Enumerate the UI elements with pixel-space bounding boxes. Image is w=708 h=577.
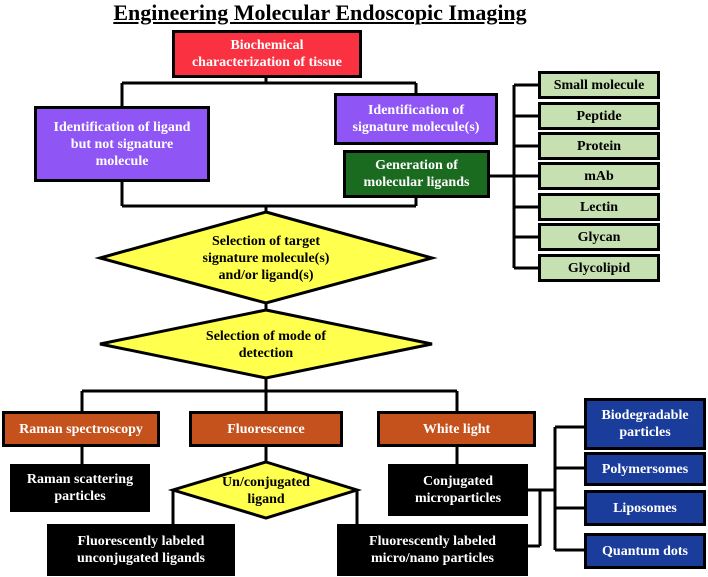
fluorescence-box: Fluorescence (189, 411, 343, 447)
raman-spectroscopy-box: Raman spectroscopy (2, 411, 160, 447)
generation-ligands-box: Generation of molecular ligands (343, 150, 490, 198)
particle-biodegradable: Biodegradable particles (584, 398, 706, 450)
identification-ligand-box: Identification of ligand but not signatu… (34, 106, 210, 182)
ligand-mab: mAb (538, 162, 660, 190)
selection-target-label: Selection of target signature molecule(s… (202, 233, 330, 283)
ligand-lectin: Lectin (538, 193, 660, 221)
ligand-peptide: Peptide (538, 102, 660, 130)
particle-liposomes: Liposomes (584, 490, 706, 526)
conjugated-microparticles-box: Conjugated microparticles (388, 464, 528, 516)
selection-mode-diamond (99, 308, 433, 380)
fl-micro-nano-particles-box: Fluorescently labeled micro/nano particl… (337, 524, 528, 576)
ligand-small-molecule: Small molecule (538, 71, 660, 99)
ligand-glycolipid: Glycolipid (538, 254, 660, 282)
selection-target-diamond (94, 210, 438, 305)
particle-quantum-dots: Quantum dots (584, 533, 706, 569)
biochemical-characterization-box: Biochemical characterization of tissue (172, 30, 362, 78)
identification-signature-box: Identification of signature molecule(s) (334, 93, 498, 145)
ligand-glycan: Glycan (538, 223, 660, 251)
unconjugated-label: Un/conjugated ligand (222, 475, 310, 507)
particle-polymersomes: Polymersomes (584, 452, 706, 486)
selection-mode-label: Selection of mode of detection (205, 329, 327, 361)
white-light-box: White light (377, 411, 536, 447)
ligand-protein: Protein (538, 132, 660, 160)
raman-scattering-particles-box: Raman scattering particles (10, 464, 150, 512)
page-title: Engineering Molecular Endoscopic Imaging (113, 0, 527, 25)
fl-unconjugated-ligands-box: Fluorescently labeled unconjugated ligan… (47, 524, 235, 576)
unconjugated-diamond (167, 460, 363, 520)
